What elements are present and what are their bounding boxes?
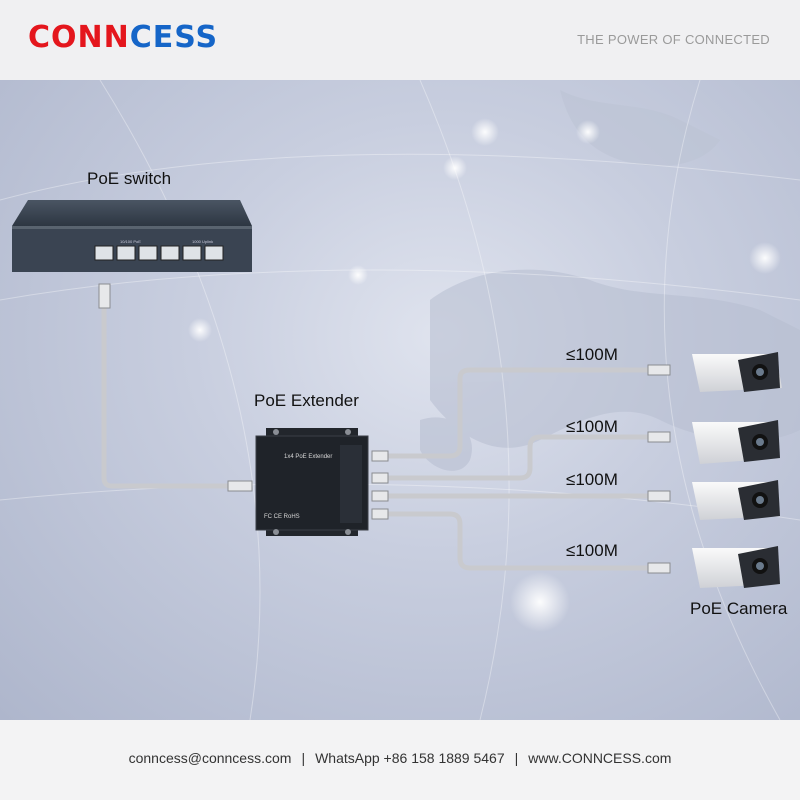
rj45-connector <box>371 472 389 484</box>
distance-label-2: ≤100M <box>566 417 618 436</box>
switch-label: PoE switch <box>87 169 172 188</box>
contact-whatsapp: WhatsApp +86 158 1889 5467 <box>315 750 505 766</box>
camera-3 <box>692 480 780 520</box>
poe-switch: 10/100 PoE 1000 Uplink <box>12 200 252 272</box>
rj45-connector <box>371 490 389 502</box>
distance-label-1: ≤100M <box>566 345 618 364</box>
extender-label: PoE Extender <box>254 391 359 410</box>
camera-4 <box>692 546 780 588</box>
rj45-connector <box>647 364 671 376</box>
brand-logo-part-red: CONN <box>28 20 130 55</box>
cable-camera-4 <box>377 511 653 571</box>
cable-camera-1 <box>377 367 653 459</box>
contact-line: conncess@conncess.com | WhatsApp +86 158 1… <box>0 750 800 766</box>
extender-device-text: 1x4 PoE Extender <box>284 454 332 460</box>
network-cables <box>101 287 653 571</box>
rj45-connectors <box>98 283 671 574</box>
switch-port-caption-uplink: 1000 Uplink <box>192 239 213 244</box>
poe-extender: 1x4 PoE Extender FC CE RoHS <box>255 428 369 536</box>
contact-separator: | <box>514 750 519 766</box>
brand-logo-part-blue: CESS <box>129 20 219 55</box>
footer-bar <box>0 720 800 800</box>
camera-label: PoE Camera <box>690 599 788 618</box>
switch-port-caption-poe: 10/100 PoE <box>120 239 141 244</box>
background-light-points <box>188 118 781 632</box>
rj45-connector <box>647 562 671 574</box>
distance-label-4: ≤100M <box>566 541 618 560</box>
contact-separator: | <box>301 750 306 766</box>
diagram-stage: 10/100 PoE 1000 Uplink <box>0 80 800 720</box>
background-world-map <box>420 90 800 471</box>
rj45-connector <box>647 490 671 502</box>
rj45-connector <box>227 480 253 492</box>
rj45-connector <box>371 508 389 520</box>
contact-website[interactable]: www.CONNCESS.com <box>528 750 672 766</box>
cable-camera-2 <box>377 434 653 481</box>
poe-cameras <box>692 352 782 588</box>
rj45-connector <box>647 431 671 443</box>
switch-poe-ports <box>94 245 180 261</box>
distance-label-3: ≤100M <box>566 470 618 489</box>
camera-1 <box>692 352 782 392</box>
rj45-connector <box>371 450 389 462</box>
contact-email[interactable]: conncess@conncess.com <box>128 750 292 766</box>
extender-compliance-marks: FC CE RoHS <box>264 514 300 520</box>
cable-switch-to-extender <box>101 287 231 489</box>
camera-2 <box>692 420 780 464</box>
network-diagram: 10/100 PoE 1000 Uplink <box>0 80 800 720</box>
switch-uplink-ports <box>182 245 224 261</box>
brand-logo: CONNCESS <box>28 20 218 55</box>
tagline: THE POWER OF CONNECTED <box>577 32 770 47</box>
rj45-connector <box>98 283 111 309</box>
header-bar: CONNCESS THE POWER OF CONNECTED <box>0 0 800 80</box>
